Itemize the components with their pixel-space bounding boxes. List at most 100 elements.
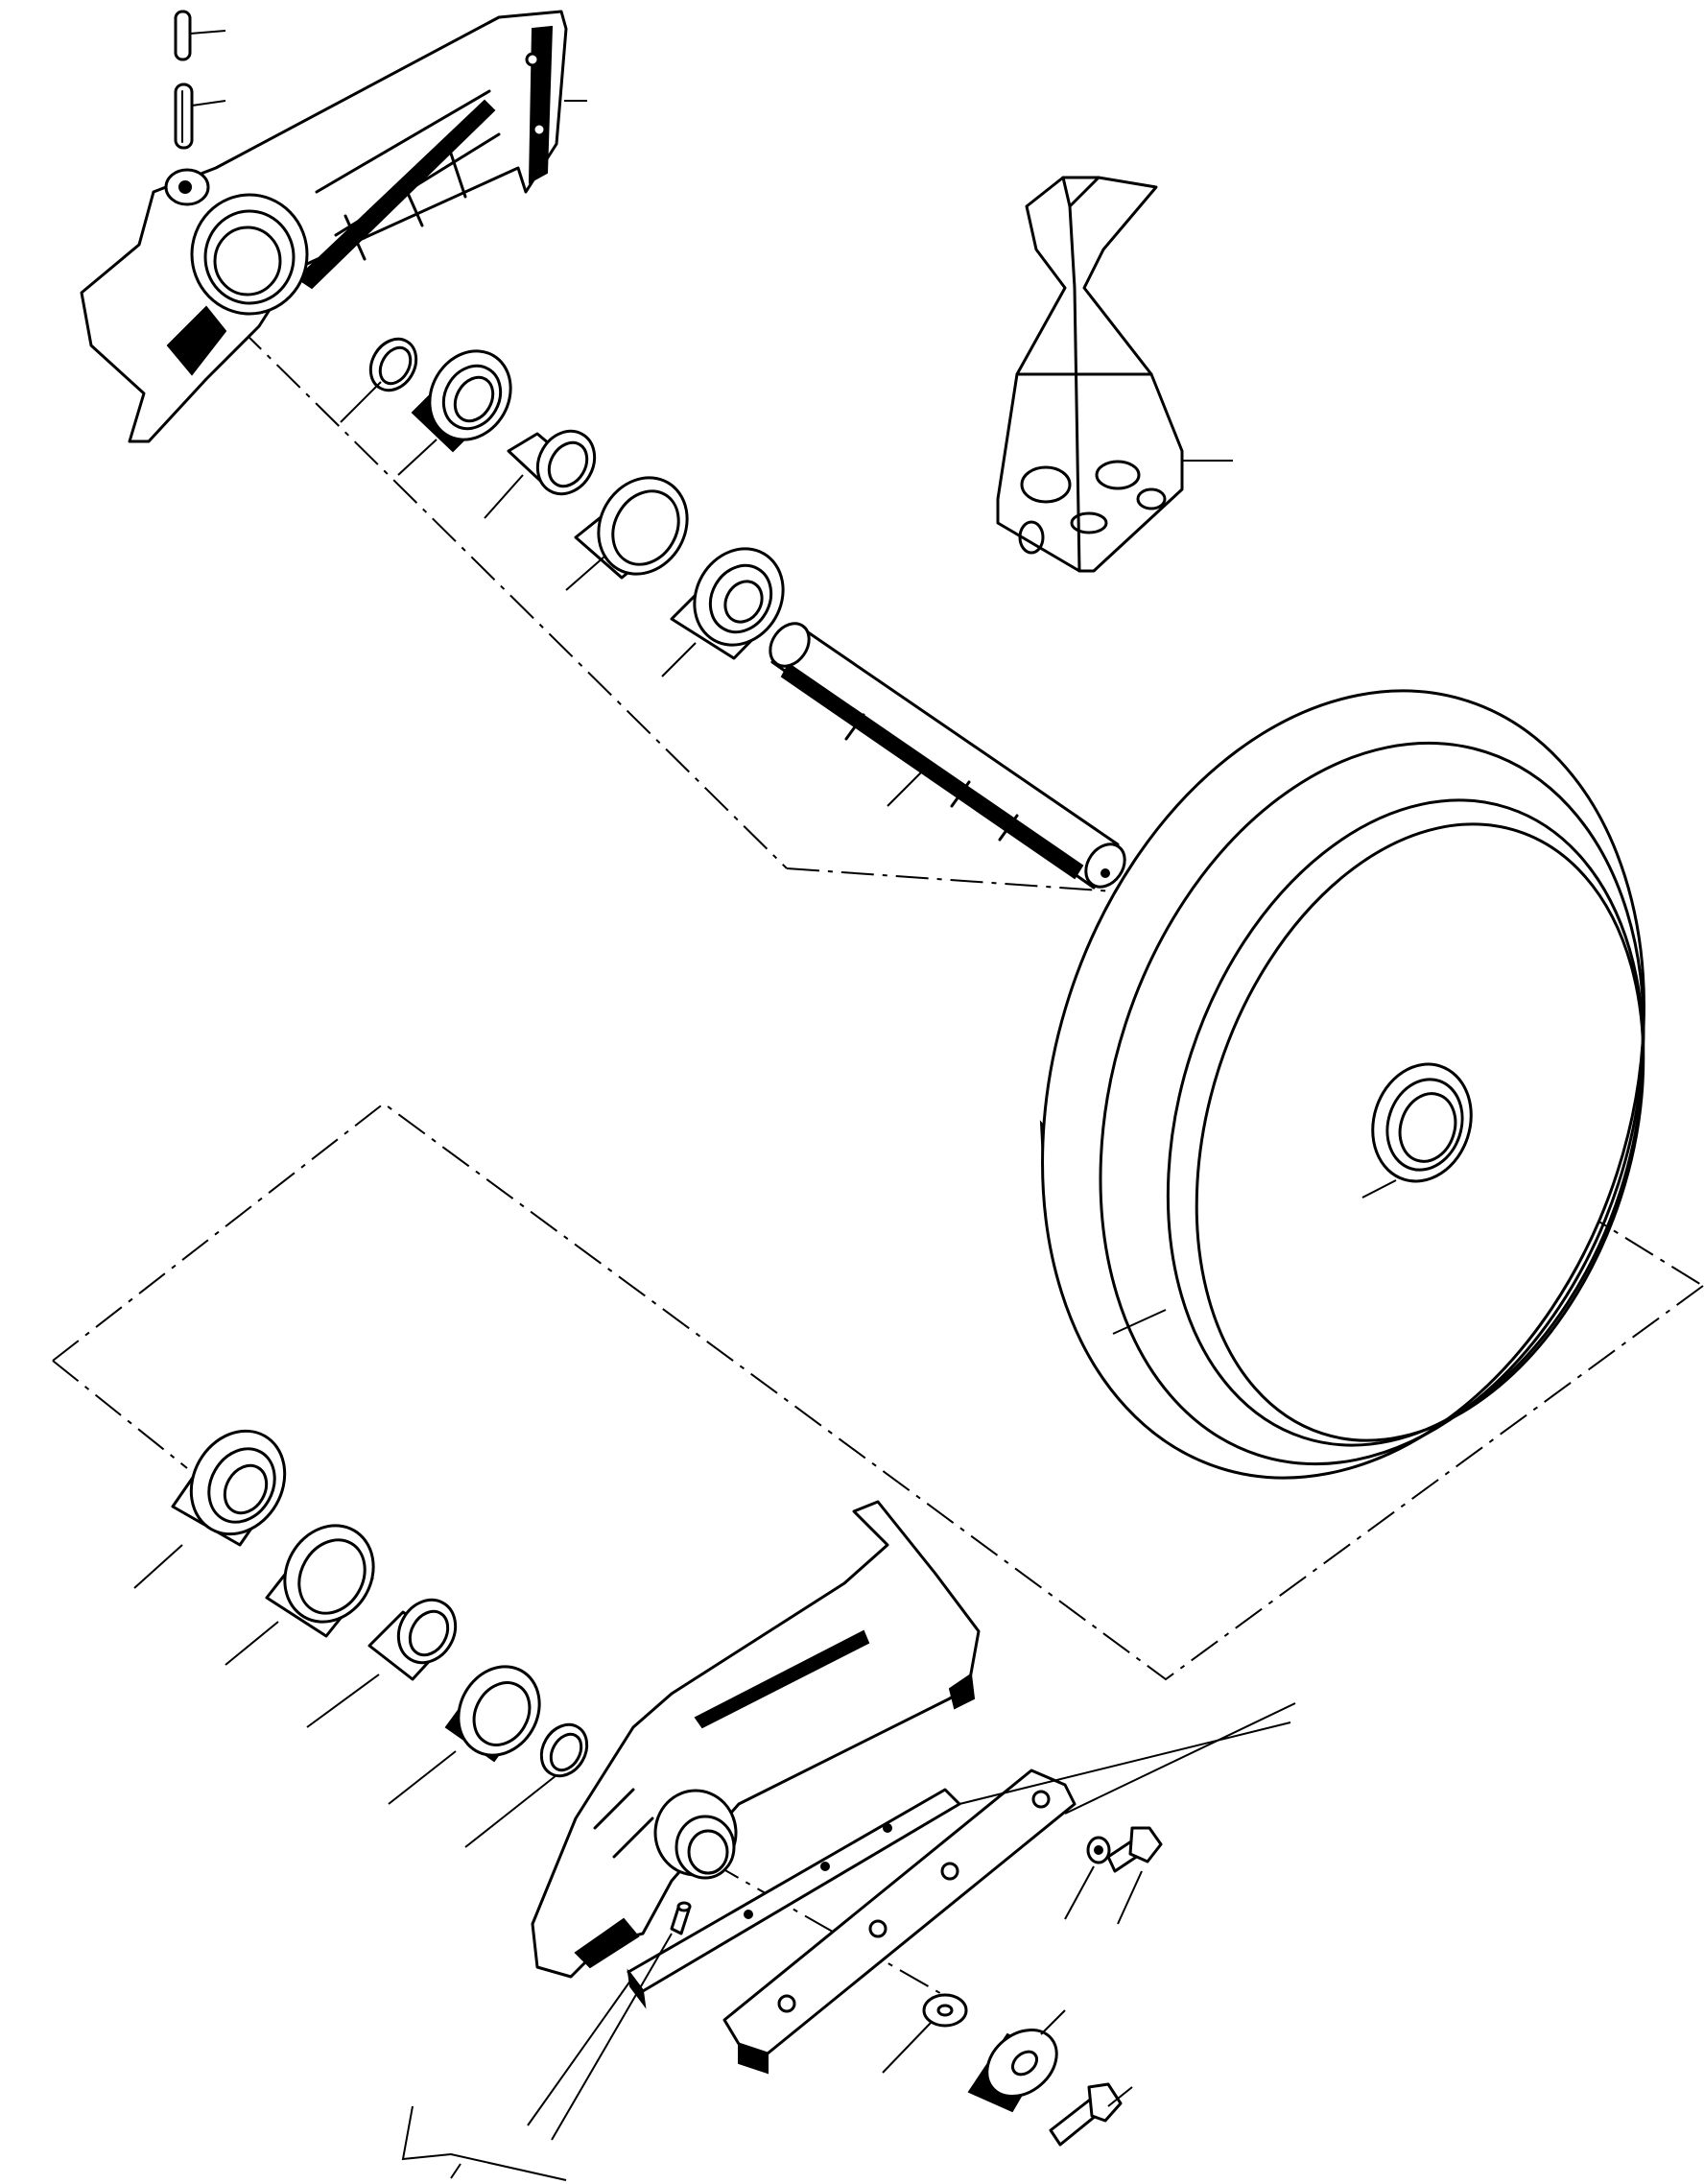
seal-upper-lip <box>441 364 503 431</box>
wear-plate-hole-2 <box>868 1919 888 1938</box>
lock-washer-right-hole <box>1094 1845 1103 1855</box>
washer-lower <box>922 1993 968 2028</box>
idler-shaft-body <box>770 624 1120 890</box>
yoke-front-pin-hole <box>178 180 192 194</box>
yoke-rear-bore-inner <box>687 1829 729 1875</box>
bolt-lower-head <box>1087 2082 1123 2123</box>
bolt-lower <box>1049 2082 1123 2147</box>
bearing-cone-upper-bore <box>723 580 764 624</box>
bearing-cone-upper-rollers <box>708 563 773 634</box>
leader-bolt-lower <box>1107 2086 1133 2107</box>
leader-roll-pin-1 <box>189 30 226 35</box>
spacer-lower-bore <box>408 1609 450 1657</box>
leader-guide-bar-end <box>527 1976 634 2126</box>
guide-bar-hole-2 <box>820 1862 830 1871</box>
wear-plate-end <box>738 2042 769 2075</box>
wear-plate-hole-1 <box>777 1994 796 2013</box>
idler-wheel-outer-rim <box>1041 689 1645 1480</box>
parts-bag-item-3 <box>1136 487 1167 510</box>
bolt-right <box>1106 1826 1163 1873</box>
idler-shaft <box>769 622 1126 890</box>
leader-bearing-cup-lower <box>225 1621 279 1666</box>
leader-retainer <box>1040 2009 1066 2035</box>
wheel-to-yoke-line <box>52 1102 1704 1681</box>
group-bracket-tick <box>450 2163 462 2179</box>
parts-bag-item-4 <box>1070 511 1108 534</box>
idler-wheel-face-ring-1 <box>1166 798 1645 1447</box>
idler-yoke-front <box>80 10 568 443</box>
wear-plate-hole-3 <box>940 1862 959 1881</box>
leader-idler-wheel <box>1112 1309 1167 1335</box>
guide-bar-hole-3 <box>883 1823 892 1833</box>
bearing-cup-upper-face <box>597 476 689 576</box>
leader-idler-shaft <box>887 767 927 807</box>
yoke-front-bore-outer <box>190 193 309 316</box>
idler-shaft-steps <box>844 713 1019 842</box>
yoke-front-bolt-hole-2 <box>532 122 547 137</box>
leader-washer-lower <box>882 2022 932 2074</box>
yoke-rear-foot-shadow <box>574 1917 640 1969</box>
leader-roll-pin-2 <box>191 100 226 107</box>
shaft-axis-line <box>786 867 1128 893</box>
spacer-upper <box>507 429 597 496</box>
dowel-pin-head <box>676 1901 692 1912</box>
bearing-cup-upper <box>574 476 689 580</box>
washer-lower-hole <box>936 2004 954 2017</box>
seal-upper-face <box>428 349 512 441</box>
bearing-cup-upper-race <box>611 489 680 566</box>
bearing-cup-lower <box>265 1524 375 1638</box>
idler-shaft-oil-hole <box>1100 868 1110 878</box>
seal-upper <box>411 349 512 453</box>
upper-axis-line <box>237 325 788 869</box>
leader-dowel-pin <box>551 1933 673 2141</box>
yoke-front-rib-top <box>296 99 496 290</box>
parts-bag-item-2 <box>1095 460 1141 490</box>
lower-bearing-line <box>52 1360 188 1469</box>
bearing-cup-lower-race <box>297 1538 367 1615</box>
wear-plate <box>722 1769 1077 2075</box>
roll-pin-2-body <box>174 83 194 150</box>
parts-bag-item-1 <box>1020 465 1072 504</box>
yoke-rear-slot <box>694 1629 870 1729</box>
leader-lines <box>133 30 1397 2181</box>
o-ring-lower <box>539 1722 589 1778</box>
wear-plate-hole-4 <box>1031 1790 1051 1809</box>
bearing-cone-lower-rollers <box>207 1447 276 1524</box>
yoke-front-ribs <box>343 152 467 261</box>
idler-wheel-flange <box>1099 741 1645 1466</box>
leader-idler-wheel-hub <box>1361 1179 1397 1199</box>
group-bracket-lower <box>401 2105 567 2181</box>
washer-lower-outer <box>922 1993 968 2028</box>
idler-wheel-hub-bore <box>1398 1092 1457 1163</box>
leader-o-ring-lower <box>464 1774 557 1848</box>
leader-spacer-upper <box>484 474 524 519</box>
bearing-cone-lower-bore <box>223 1463 269 1515</box>
retainer-bore <box>1010 2050 1039 2077</box>
parts-bag-folds <box>1015 176 1153 573</box>
spacer-upper-bore <box>547 440 589 488</box>
o-ring-upper-outer <box>368 337 418 392</box>
yoke-front-bore-inner <box>203 209 296 305</box>
bearing-cup-lower-face <box>283 1524 375 1624</box>
roll-pin-2 <box>174 83 194 150</box>
seal-lower-bore <box>472 1681 532 1746</box>
yoke-front-bolt-hole-1 <box>525 52 540 67</box>
idler-wheel <box>1039 689 1645 1480</box>
idler-wheel-face-ring-2 <box>1195 822 1645 1442</box>
leader-wear-plate <box>1064 1702 1296 1815</box>
parts-bag-item-5 <box>1018 520 1045 555</box>
o-ring-lower-inner <box>549 1732 583 1772</box>
idler-shaft-end-left <box>769 622 811 668</box>
roll-pin-1-body <box>174 10 192 61</box>
dowel-pin <box>670 1901 692 1935</box>
bearing-cone-lower-face <box>189 1429 287 1536</box>
leader-bearing-cone-lower <box>133 1544 183 1589</box>
leader-seal-lower <box>388 1750 457 1805</box>
leader-seal-upper <box>397 439 438 476</box>
roll-pin-1 <box>174 10 192 61</box>
retainer-face <box>985 2029 1058 2098</box>
seal-upper-bore <box>453 375 495 423</box>
lock-washer-right <box>1086 1836 1111 1864</box>
yoke-rear-fillets <box>593 1788 654 1859</box>
